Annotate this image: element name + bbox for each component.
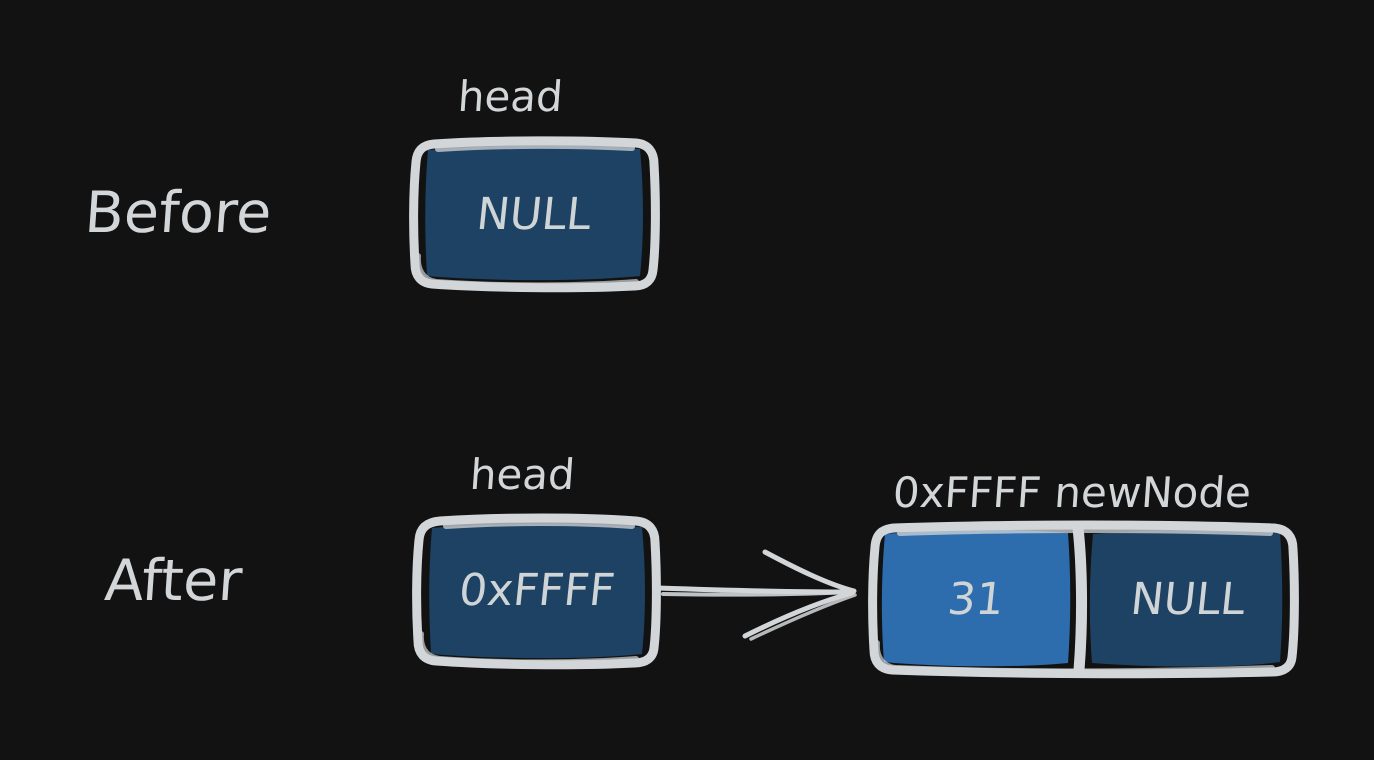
head-box-after[interactable]: 0xFFFF [412,512,662,670]
pointer-label-head-before: head [456,72,565,121]
row-label-after: After [102,548,245,614]
newnode-cell-1-fill [1089,529,1283,667]
arrow-wing-lower-1 [742,590,855,639]
newnode-cell-divider [1072,522,1088,676]
arrow-head-to-newnode [655,540,870,650]
head-box-before-outline [409,136,660,293]
arrow-wing-upper [762,549,857,594]
newnode-cell-0-fill [881,529,1071,667]
arrow-shaft-2 [661,590,853,597]
arrow-wing-lower-2 [749,593,857,641]
newnode-box-outline [868,520,1299,679]
pointer-label-head-after: head [468,450,577,499]
head-box-after-fill [429,523,645,659]
head-box-before-fill [425,145,643,281]
row-label-before: Before [82,180,274,246]
head-box-before[interactable]: NULL [408,136,660,293]
newnode-box[interactable]: 31 NULL [868,520,1299,679]
node-label-newnode: 0xFFFF newNode [891,468,1253,517]
head-box-after-outline [412,513,661,670]
